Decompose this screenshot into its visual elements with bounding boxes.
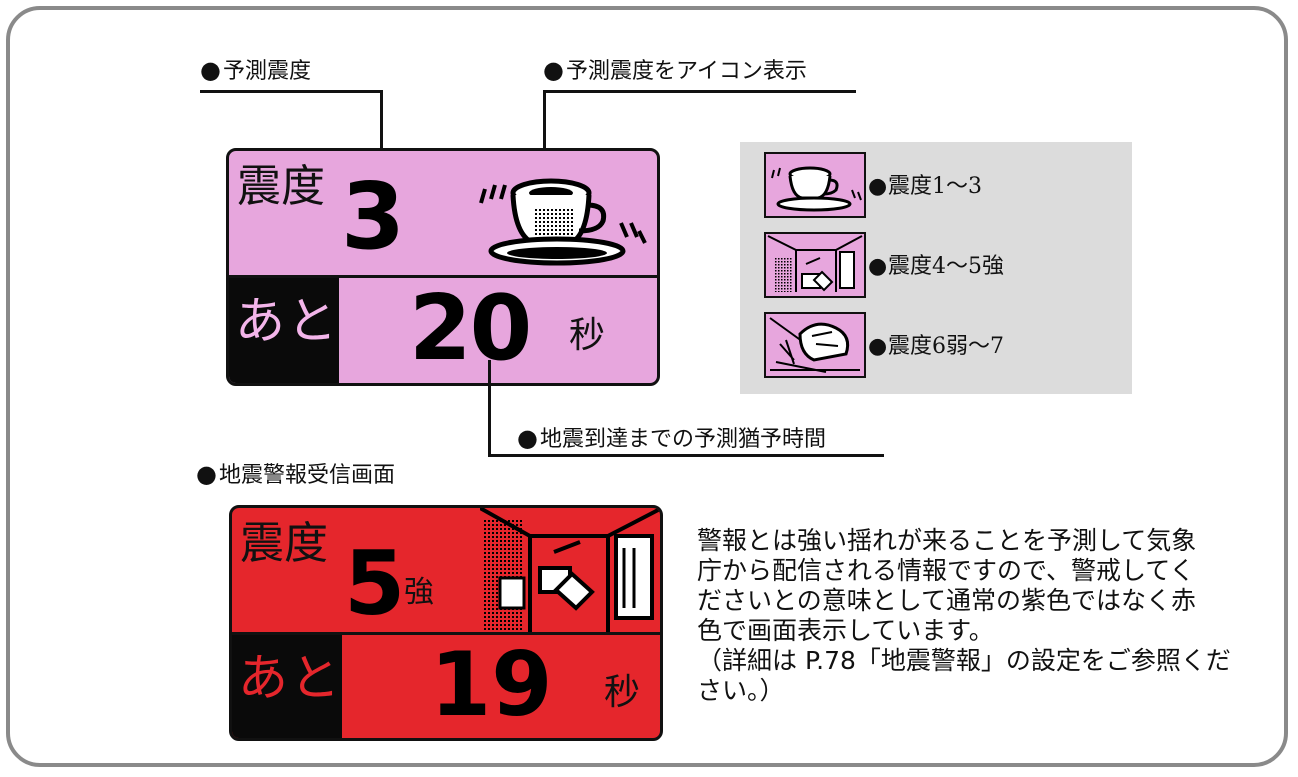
label-shindo-icon: ●予測震度をアイコン表示	[543, 56, 807, 84]
leader-line	[488, 360, 491, 456]
coffee-cup-icon	[764, 152, 866, 218]
shindo-suffix: 強	[404, 575, 434, 610]
collapse-icon	[764, 312, 866, 378]
leader-line	[543, 90, 856, 93]
legend-label: 震度4～5強	[888, 254, 1004, 279]
legend-label: 震度6弱～7	[888, 334, 1004, 359]
shindo-label: 震度	[240, 518, 328, 569]
seconds-unit: 秒	[604, 672, 641, 713]
shindo-value: 5	[344, 532, 406, 635]
description-line: 庁から配信される情報ですので、警戒してく	[697, 556, 1195, 585]
seconds-value: 20	[409, 276, 532, 381]
warning-description: 警報とは強い揺れが来ることを予測して気象 庁から配信される情報ですので、警戒して…	[697, 526, 1257, 706]
seconds-unit: 秒	[569, 315, 606, 356]
label-grace-time: ●地震到達までの予測猶予時間	[517, 424, 826, 452]
description-line: さい。）	[697, 676, 785, 705]
description-line: （詳細は P.78「地震警報」の設定をご参照くだ	[697, 646, 1231, 675]
legend-bullet: ●	[868, 334, 888, 359]
remaining-label: あと	[235, 292, 339, 350]
remaining-label-box: あと	[232, 635, 342, 738]
remaining-label-box: あと	[229, 278, 339, 383]
shindo-value: 3	[341, 163, 406, 270]
leader-line	[488, 454, 884, 457]
legend-bullet: ●	[868, 174, 888, 199]
label-warning-screen: ●地震警報受信画面	[196, 460, 395, 488]
leader-line	[200, 90, 382, 93]
leader-line	[543, 90, 546, 188]
warning-alert-screen: 震度 5 強 あと 19 秒	[229, 505, 663, 741]
legend-label: 震度1～3	[888, 174, 982, 199]
legend-bullet: ●	[868, 254, 888, 279]
icon-legend-panel: 震度1～3 震度4～5強 震度6弱～7	[740, 142, 1132, 394]
leader-line	[380, 90, 383, 190]
description-line: 警報とは強い揺れが来ることを予測して気象	[697, 526, 1197, 555]
description-line: 色で画面表示しています。	[697, 616, 994, 645]
room-shake-icon	[764, 232, 866, 298]
description-line: ださいとの意味として通常の紫色ではなく赤	[697, 586, 1197, 615]
shindo-row: 震度 5 強	[232, 508, 660, 632]
seconds-value: 19	[430, 633, 553, 736]
coffee-cup-icon	[479, 178, 647, 266]
countdown-row: あと 20 秒	[229, 275, 657, 383]
normal-alert-screen: 震度 3 あと 20 秒	[226, 148, 660, 386]
label-shindo-forecast: ●予測震度	[200, 56, 311, 84]
room-shake-icon	[480, 508, 660, 632]
shindo-label: 震度	[237, 161, 325, 212]
remaining-label: あと	[238, 649, 342, 707]
countdown-row: あと 19 秒	[232, 632, 660, 738]
shindo-row: 震度 3	[229, 151, 657, 275]
